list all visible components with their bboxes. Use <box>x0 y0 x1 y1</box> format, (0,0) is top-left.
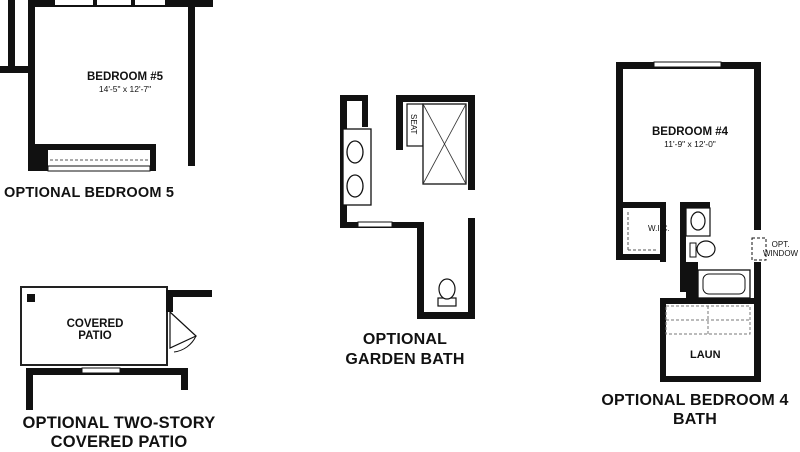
bedroom4-bath-top <box>680 202 710 208</box>
bath-shower-diag-2 <box>422 103 467 185</box>
bedroom4-wall-right <box>754 62 761 230</box>
bedroom4-opt-window-mark <box>751 237 767 261</box>
bedroom4-plan <box>616 61 767 382</box>
bedroom5-name: BEDROOM #5 <box>86 71 164 83</box>
bedroom5-wall-right <box>188 6 195 166</box>
bedroom4-caption-line1: OPTIONAL BEDROOM 4 <box>601 392 789 409</box>
bedroom4-wic-top <box>616 202 666 208</box>
garden-bath-caption-line2: GARDEN BATH <box>345 351 465 368</box>
bedroom5-closet-door <box>47 165 151 172</box>
bath-sink-2 <box>346 174 364 198</box>
bath-wall-mid <box>396 95 403 150</box>
bedroom5-window-3 <box>135 0 165 5</box>
patio-outline-right <box>166 286 168 366</box>
bath-window <box>357 221 393 228</box>
patio-wall-jamb <box>166 290 173 312</box>
bath-wall-wc-bottom <box>417 312 475 319</box>
covered-patio-caption: OPTIONAL TWO-STORY COVERED PATIO <box>4 414 234 452</box>
bedroom5-wall-left-outer <box>8 0 15 70</box>
covered-patio-label: COVERED PATIO <box>40 318 150 342</box>
covered-patio-line2: PATIO <box>78 330 112 342</box>
covered-patio-plan <box>20 286 212 410</box>
bedroom4-size: 11'-9" x 12'-0" <box>664 139 716 149</box>
patio-window <box>81 367 121 374</box>
bedroom4-laundry-label: LAUN <box>690 349 721 361</box>
bedroom4-tub-inner <box>702 273 746 295</box>
bedroom4-opt-window-label: OPT. WINDOW <box>763 240 798 258</box>
patio-wall-top-right <box>166 290 212 297</box>
patio-door-arc <box>173 335 197 353</box>
bedroom4-wall-left <box>616 62 623 260</box>
bedroom5-window-1 <box>55 0 93 5</box>
bedroom4-name: BEDROOM #4 <box>651 126 729 138</box>
patio-door-swing <box>169 310 198 349</box>
bedroom4-wic-label: W.I.C. <box>648 224 670 233</box>
bedroom5-caption: OPTIONAL BEDROOM 5 <box>4 185 175 201</box>
garden-bath-plan <box>340 95 475 319</box>
bath-wall-divider <box>362 95 368 127</box>
bedroom5-wall-left <box>28 6 35 171</box>
bedroom4-window <box>653 61 722 68</box>
bedroom4-room-label: BEDROOM #4 11'-9" x 12'-0" <box>630 126 750 149</box>
bedroom5-room-label: BEDROOM #5 14'-5" x 12'-7" <box>50 71 200 94</box>
opt-window-line1: OPT. <box>771 240 790 249</box>
bath-toilet-bowl <box>438 278 456 300</box>
bedroom5-wall-step <box>0 66 34 73</box>
covered-patio-line1: COVERED <box>66 318 124 330</box>
bath-wall-wc-right <box>468 218 475 318</box>
opt-window-line2: WINDOW <box>763 249 799 258</box>
bedroom4-caption: OPTIONAL BEDROOM 4 BATH <box>590 391 800 429</box>
garden-bath-seat-label: SEAT <box>409 114 418 135</box>
bedroom4-laundry-top <box>660 298 756 304</box>
bedroom5-closet-side <box>150 144 156 171</box>
bath-wall-top-left <box>340 95 368 101</box>
bedroom4-wic-bottom <box>616 254 666 260</box>
garden-bath-caption-line1: OPTIONAL <box>362 331 448 348</box>
bedroom4-toilet-tank <box>689 242 697 258</box>
patio-outline-top <box>20 286 168 288</box>
bedroom4-bath-block <box>686 262 698 298</box>
bedroom4-laundry-bottom <box>660 376 761 382</box>
bedroom5-wall-right-cap <box>206 0 213 7</box>
bedroom4-toilet-bowl <box>696 240 716 258</box>
bedroom5-closet-block <box>30 150 48 171</box>
patio-wall-bottom-right <box>181 368 188 390</box>
covered-patio-caption-line1: OPTIONAL TWO-STORY <box>22 414 216 432</box>
garden-bath-caption: OPTIONAL GARDEN BATH <box>330 330 480 370</box>
covered-patio-caption-line2: COVERED PATIO <box>50 433 188 451</box>
bath-wall-right <box>468 95 475 190</box>
bath-sink-1 <box>346 140 364 164</box>
patio-wall-bottom-left <box>26 368 33 410</box>
bedroom4-bath-left <box>680 202 686 292</box>
bedroom4-wall-right-lower <box>754 262 761 380</box>
bath-wall-top-right <box>396 95 475 102</box>
patio-outline-left <box>20 286 22 366</box>
bedroom5-window-2 <box>97 0 131 5</box>
patio-outline-bottom <box>20 364 168 366</box>
bedroom4-wic-right <box>660 202 666 262</box>
bedroom4-laundry-left <box>660 298 666 380</box>
bedroom4-caption-line2: BATH <box>672 411 718 428</box>
bedroom5-size: 14'-5" x 12'-7" <box>98 84 152 94</box>
bath-wall-wc-left <box>417 222 424 318</box>
bedroom4-sink <box>690 211 706 231</box>
bedroom5-closet-wall <box>28 144 155 150</box>
patio-post <box>27 294 35 302</box>
bedroom5-plan <box>0 0 213 172</box>
